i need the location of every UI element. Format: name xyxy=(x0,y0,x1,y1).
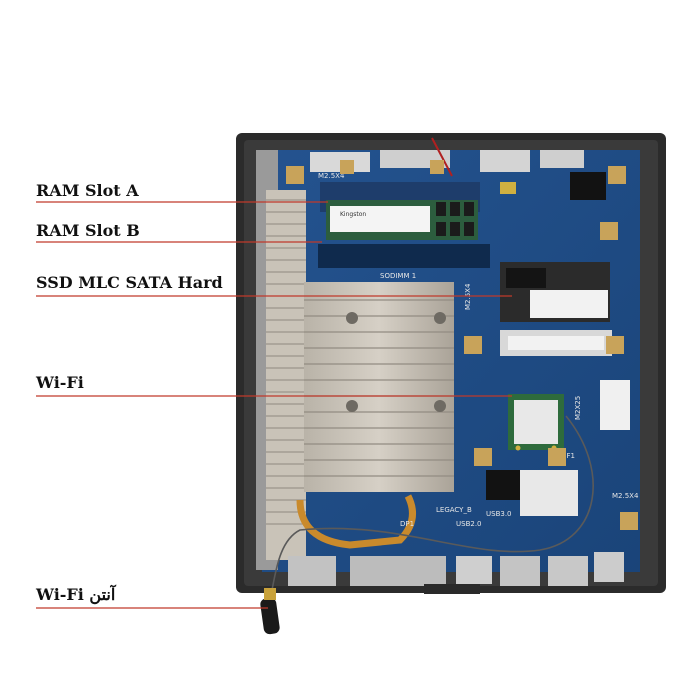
label-ram-slot-a: RAM Slot A xyxy=(36,181,139,200)
usb30-marking: USB3.0 xyxy=(486,510,512,518)
ram-slot-b xyxy=(318,244,490,268)
label-wifi: Wi-Fi xyxy=(36,373,84,392)
m25x4-right-marking: M2.5X4 xyxy=(612,492,639,500)
cpu-heatsink xyxy=(304,282,454,492)
sf1-marking: SF1 xyxy=(562,452,575,460)
label-ssd: SSD MLC SATA Hard xyxy=(36,273,223,292)
ram-label-text: Kingston xyxy=(340,211,366,218)
leader-lines xyxy=(36,201,512,609)
legacy-b-marking: LEGACY_B xyxy=(436,506,472,514)
sodimm-marking: SODIMM 1 xyxy=(380,272,416,280)
antenna-cable xyxy=(271,415,594,591)
antenna xyxy=(260,597,280,635)
dp1-marking: DP1 xyxy=(400,520,414,528)
m25x4-top-marking: M2.5X4 xyxy=(318,172,345,180)
m2x25-marking: M2X25 xyxy=(574,396,582,420)
label-ram-slot-b: RAM Slot B xyxy=(36,221,140,240)
heat-pipe xyxy=(296,494,416,549)
usb20-marking: USB2.0 xyxy=(456,520,482,528)
label-wifi-antenna: Wi-Fi آنتن xyxy=(36,585,116,604)
